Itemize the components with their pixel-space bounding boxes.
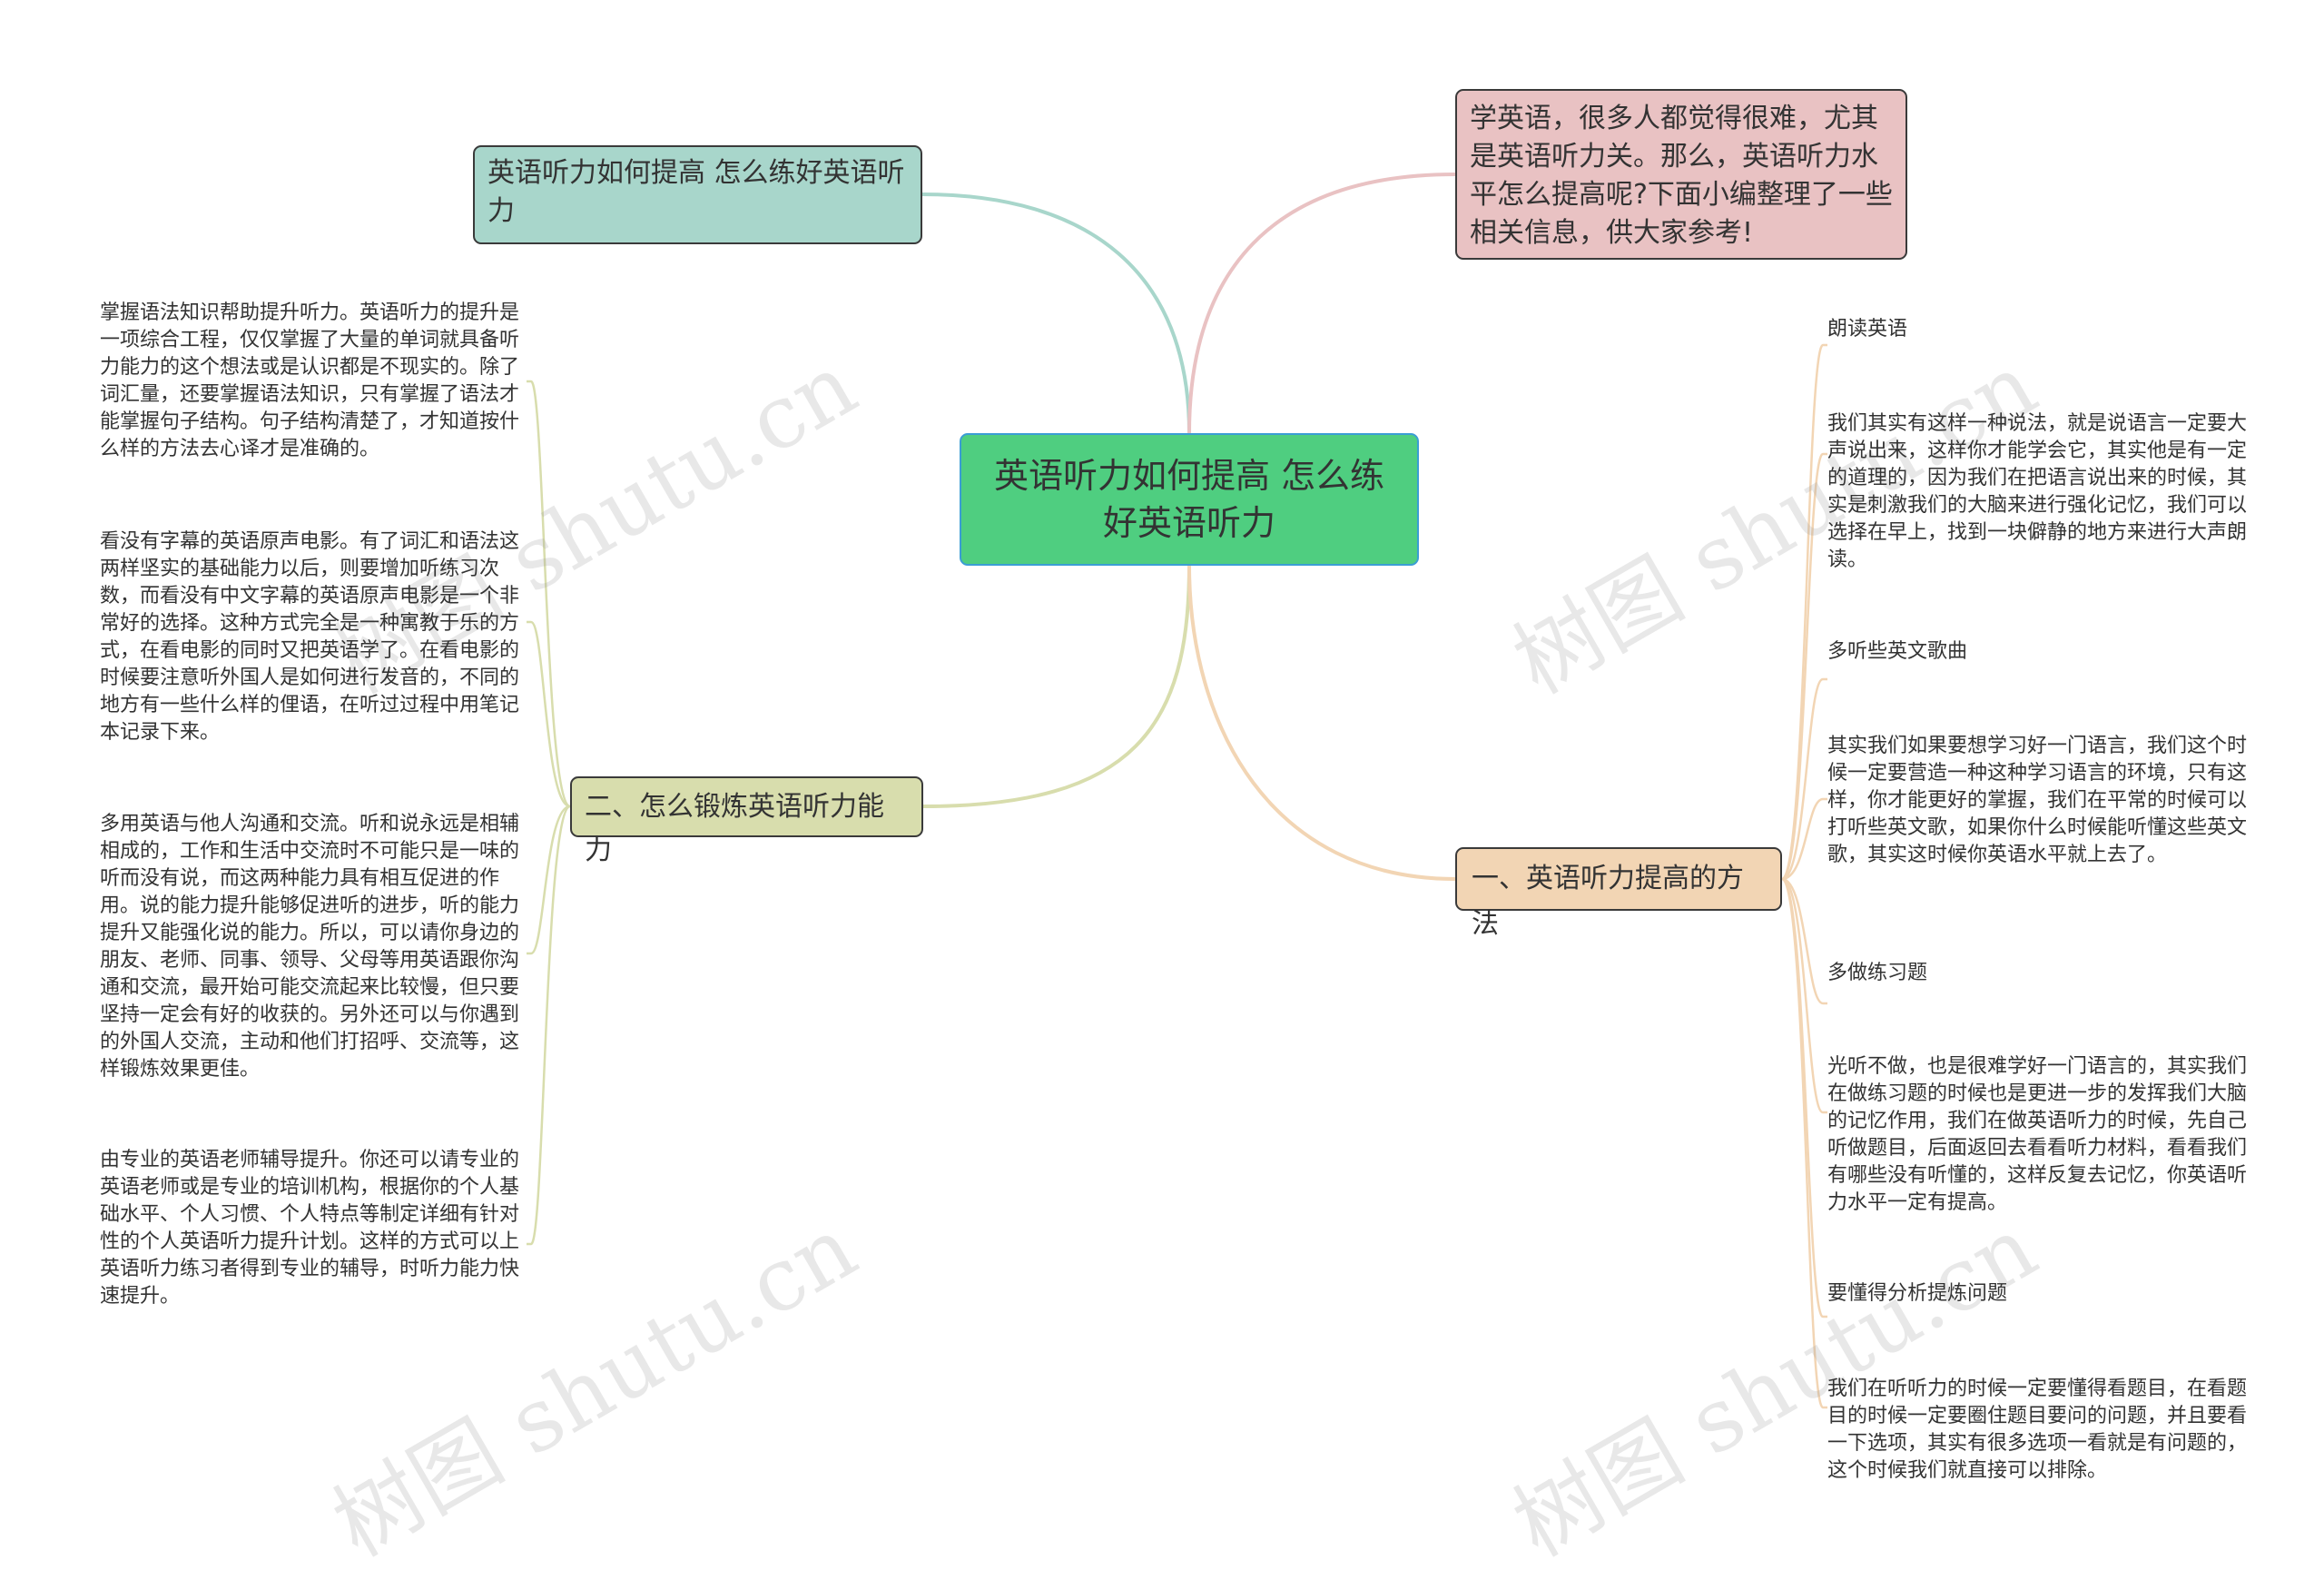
section2-label: 二、怎么锻炼英语听力能力 bbox=[585, 791, 884, 866]
section2-leaf-edges bbox=[527, 380, 571, 1246]
section2-item-movies: 看没有字幕的英语原声电影。有了词汇和语法这两样坚实的基础能力以后，则要增加听练习… bbox=[100, 530, 520, 744]
section1-node[interactable]: 一、英语听力提高的方法 bbox=[1455, 847, 1782, 940]
section1-heading-read-aloud: 朗读英语 bbox=[1827, 318, 1908, 341]
section2-item-grammar: 掌握语法知识帮助提升听力。英语听力的提升是一项综合工程，仅仅掌握了大量的单词就具… bbox=[100, 301, 520, 460]
edge-center-topleft bbox=[921, 193, 1191, 434]
section1-label: 一、英语听力提高的方法 bbox=[1472, 863, 1744, 940]
central-topic-label: 英语听力如何提高 怎么练好英语听力 bbox=[993, 456, 1385, 543]
intro-text: 学英语，很多人都觉得很难，尤其是英语听力关。那么，英语听力水平怎么提高呢?下面小… bbox=[1470, 103, 1893, 249]
edge-center-section2 bbox=[922, 565, 1191, 808]
section1-body-read-aloud: 我们其实有这样一种说法，就是说语言一定要大声说出来，这样你才能学会它，其实他是有… bbox=[1827, 412, 2248, 571]
topic-title-node[interactable]: 英语听力如何提高 怎么练好英语听力 bbox=[473, 145, 922, 244]
section2-node[interactable]: 二、怎么锻炼英语听力能力 bbox=[570, 776, 923, 866]
section2-item-teacher: 由专业的英语老师辅导提升。你还可以请专业的英语老师或是专业的培训机构，根据你的个… bbox=[100, 1149, 520, 1308]
section1-heading-songs: 多听些英文歌曲 bbox=[1827, 640, 1968, 663]
section1-body-exercises: 光听不做，也是很难学好一门语言的，其实我们在做练习题的时候也是更进一步的发挥我们… bbox=[1827, 1055, 2248, 1214]
intro-node[interactable]: 学英语，很多人都觉得很难，尤其是英语听力关。那么，英语听力水平怎么提高呢?下面小… bbox=[1455, 89, 1907, 260]
section2-item-communication: 多用英语与他人沟通和交流。听和说永远是相辅相成的，工作和生活中交流时不可能只是一… bbox=[100, 813, 520, 1081]
section1-leaf-edges bbox=[1780, 343, 1827, 1409]
section1-body-analyze: 我们在听听力的时候一定要懂得看题目，在看题目的时候一定要圈住题目要问的问题，并且… bbox=[1827, 1378, 2248, 1482]
section1-body-songs: 其实我们如果要想学习好一门语言，我们这个时候一定要营造一种这种学习语言的环境，只… bbox=[1827, 735, 2248, 866]
edge-center-topright bbox=[1187, 173, 1456, 434]
section1-heading-analyze: 要懂得分析提炼问题 bbox=[1827, 1282, 2008, 1305]
section1-heading-exercises: 多做练习题 bbox=[1827, 962, 1928, 984]
edge-center-section1 bbox=[1187, 565, 1456, 881]
topic-title-label: 英语听力如何提高 怎么练好英语听力 bbox=[487, 157, 905, 227]
central-topic-node[interactable]: 英语听力如何提高 怎么练好英语听力 bbox=[960, 433, 1419, 566]
